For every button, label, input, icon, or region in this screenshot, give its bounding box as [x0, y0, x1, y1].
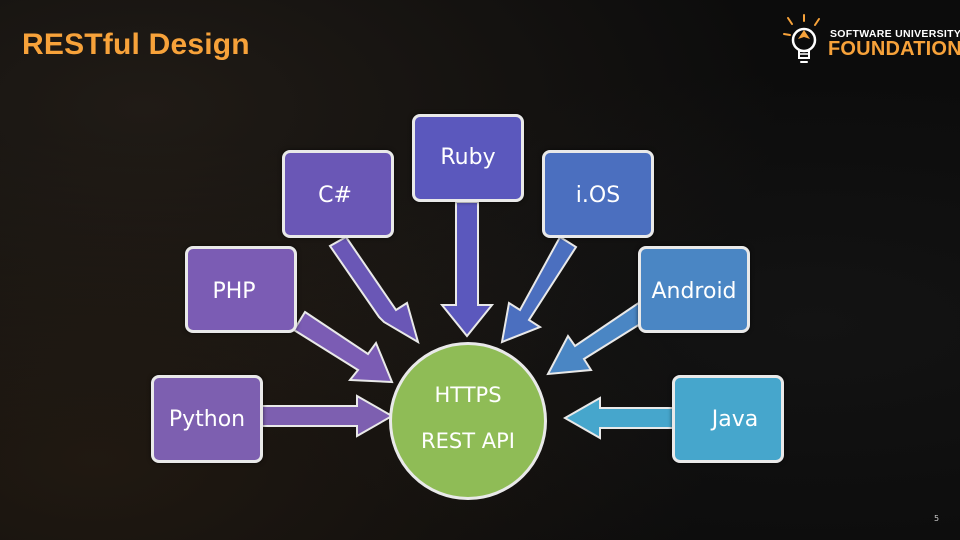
node-ios-label: i.OS — [575, 183, 621, 208]
logo-text-top: SOFTWARE UNIVERSITY — [830, 28, 960, 40]
center-label-https: HTTPS — [434, 383, 502, 407]
arrow-php — [292, 310, 394, 384]
node-ruby: Ruby — [412, 114, 524, 202]
node-java: Java — [672, 375, 784, 463]
node-java-label: Java — [711, 406, 759, 432]
page-number: 5 — [934, 514, 940, 523]
slide-title: RESTful Design — [22, 28, 250, 61]
node-android-label: Android — [651, 279, 737, 304]
node-android: Android — [638, 246, 750, 333]
arrow-java — [562, 396, 676, 440]
node-php: PHP — [185, 246, 297, 333]
node-php-label: PHP — [212, 279, 256, 304]
center-label-rest-api: REST API — [421, 429, 515, 453]
node-ruby-label: Ruby — [440, 145, 496, 170]
arrow-csharp — [328, 235, 420, 345]
software-university-logo: SOFTWARE UNIVERSITY FOUNDATION — [782, 14, 960, 72]
node-ios: i.OS — [542, 150, 654, 238]
center-rest-api-circle: HTTPS REST API — [389, 342, 547, 500]
logo-text-bottom: FOUNDATION — [828, 38, 960, 60]
lightbulb-logo-icon — [783, 14, 820, 63]
node-python-label: Python — [168, 406, 246, 432]
arrow-ios — [500, 235, 578, 344]
node-csharp: C# — [282, 150, 394, 238]
node-csharp-label: C# — [318, 183, 352, 208]
arrow-ruby — [439, 201, 495, 338]
arrow-python — [261, 394, 395, 438]
node-python: Python — [151, 375, 263, 463]
